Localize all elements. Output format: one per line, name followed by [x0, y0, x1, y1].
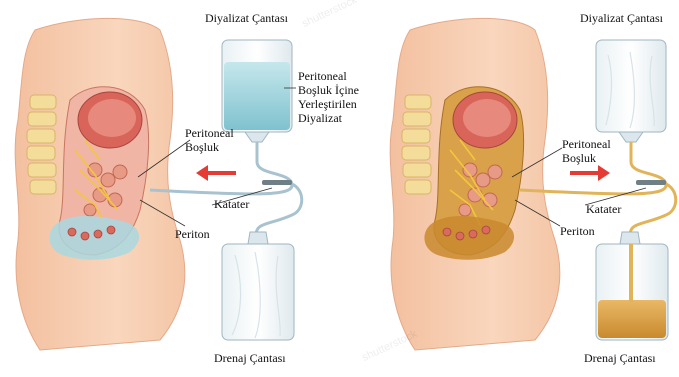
left-inserted-dialysate-label-3: Yerleştirilen: [298, 98, 357, 111]
right-drain-bag-label: Drenaj Çantası: [584, 352, 656, 365]
left-peritoneum-label: Periton: [175, 228, 210, 241]
left-inserted-dialysate-label-1: Peritoneal: [298, 70, 347, 83]
left-drain-bag-label: Drenaj Çantası: [214, 352, 286, 365]
right-flow-arrow: [570, 165, 610, 181]
right-effluent-fluid: [424, 216, 514, 260]
right-catheter: [636, 180, 666, 185]
left-drain-bag: [222, 232, 294, 340]
left-inserted-dialysate-label-2: Boşluk İçine: [298, 84, 359, 97]
left-cavity-label-2: Boşluk: [185, 141, 219, 154]
left-catheter: [262, 180, 292, 185]
right-catheter-label: Katater: [586, 203, 621, 216]
left-panel: [15, 18, 302, 350]
left-dialysate-bag-label: Diyalizat Çantası: [205, 12, 288, 25]
right-panel: [390, 18, 676, 350]
right-dialysate-bag: [596, 40, 666, 142]
left-inserted-dialysate-label-4: Diyalizat: [298, 112, 342, 125]
right-cavity-label-2: Boşluk: [562, 152, 596, 165]
left-flow-arrow: [196, 165, 236, 181]
right-cavity-label-1: Peritoneal: [562, 138, 611, 151]
right-dialysate-bag-label: Diyalizat Çantası: [580, 12, 663, 25]
left-catheter-label: Katater: [214, 198, 249, 211]
left-cavity-label-1: Peritoneal: [185, 127, 234, 140]
left-dialysate-fluid: [49, 216, 139, 260]
right-peritoneum-label: Periton: [560, 225, 595, 238]
right-drain-bag: [596, 232, 668, 340]
